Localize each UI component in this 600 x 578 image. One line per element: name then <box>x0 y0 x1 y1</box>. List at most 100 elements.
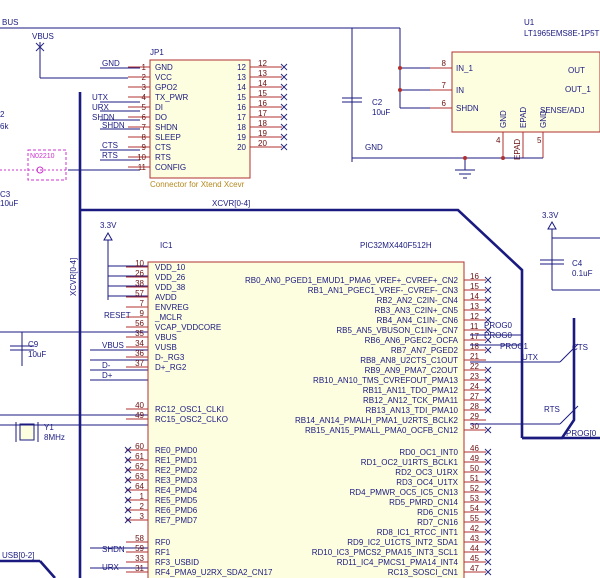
no-connect-x <box>280 123 288 131</box>
power-arrow <box>547 220 557 230</box>
no-connect-x <box>484 488 492 496</box>
tag-node <box>36 166 44 174</box>
ic1-pin-num: 22 <box>470 362 479 371</box>
ic1-pin-num: 37 <box>135 359 144 368</box>
jp1-pin-num: 11 <box>138 163 147 172</box>
ic1-pin-name: D-_RG3 <box>155 353 185 362</box>
ic1-pin-num: 58 <box>135 534 144 543</box>
ic1-pin-name: RD4_PMWR_OC5_IC5_CN13 <box>350 488 459 497</box>
net-xcvr-label: XCVR[0-4] <box>212 199 250 208</box>
net-dminus-label: D- <box>102 361 111 370</box>
ic1-pin-num: 42 <box>470 524 479 533</box>
ic1-pin-name: RD5_PMRD_CN14 <box>389 498 458 507</box>
c9-ref: C9 <box>28 340 39 349</box>
ic1-pin-num: 27 <box>470 392 479 401</box>
ic1-pin-num: 56 <box>135 319 144 328</box>
net-prog-label: PROG[0 <box>566 429 597 438</box>
no-connect-x <box>280 143 288 151</box>
ic1-pin-name: RB1_AN1_PGEC1_VREF-_CVREF-_CN3 <box>308 286 459 295</box>
jp1-pin-num: 1 <box>142 63 147 72</box>
no-connect-x <box>484 296 492 304</box>
no-connect-x <box>280 63 288 71</box>
ic1-pin-num: 36 <box>135 349 144 358</box>
u1-epad: EPAD <box>519 107 528 128</box>
net-dplus-label: D+ <box>102 371 113 380</box>
jp1-pin-num: 4 <box>142 93 147 102</box>
jp1-pin-name: VCC <box>155 73 172 82</box>
u1-pin-num: 7 <box>442 81 447 90</box>
net-vbus-label: VBUS <box>32 32 54 41</box>
no-connect-x <box>280 73 288 81</box>
junction <box>463 156 467 160</box>
y1-ref: Y1 <box>44 423 54 432</box>
net-vbus-label: VBUS <box>102 341 124 350</box>
c9-value: 10uF <box>28 350 46 359</box>
jp1-pin-num: 20 <box>258 139 267 148</box>
net-xcvr-vert-label: XCVR[0-4] <box>69 258 78 296</box>
jp1-pin-num: 6 <box>142 113 147 122</box>
jp1-pin-name: SHDN <box>155 123 178 132</box>
prog-bus <box>522 318 576 440</box>
no-connect-x <box>484 276 492 284</box>
u1-pin-name: SHDN <box>456 104 479 113</box>
ic1-pin-name: RE4_PMD4 <box>155 486 198 495</box>
ic1-ref: IC1 <box>160 241 173 250</box>
ic1-right-pins: 16RB0_AN0_PGED1_EMUD1_PMA6_VREF+_CVREF+_… <box>245 272 492 577</box>
ic1-pin-name: VDD_26 <box>155 273 186 282</box>
u1-regulator <box>451 51 600 133</box>
ic1-pin-num: 47 <box>470 564 479 573</box>
jp1-pin-num: 13 <box>258 69 267 78</box>
net-usb-label: USB[0-2] <box>2 551 34 560</box>
ic1-pin-num: 3 <box>140 512 145 521</box>
net-shdn-label: SHDN <box>102 545 125 554</box>
ic1-pin-name: RD2_OC3_U1RX <box>395 468 458 477</box>
u1-pin-name: IN_1 <box>456 64 473 73</box>
no-connect-x <box>124 486 132 494</box>
no-connect-x <box>484 426 492 434</box>
jp1-pin-inner: 13 <box>237 73 246 82</box>
ic1-pin-name: RF3_USBID <box>155 558 199 567</box>
junction <box>501 156 505 160</box>
no-connect-x <box>35 42 45 52</box>
u1-out: OUT <box>568 66 585 75</box>
jp1-pin-inner: 12 <box>237 63 246 72</box>
junction <box>398 88 402 92</box>
no-connect-x <box>484 336 492 344</box>
no-connect-x <box>280 103 288 111</box>
jp1-pin-num: 16 <box>258 99 267 108</box>
net-prog0-label: PROG0 <box>484 321 513 330</box>
ic1-pin-name: D+_RG2 <box>155 363 187 372</box>
net-rts-label: RTS <box>544 405 560 414</box>
ic1-pin-name: RE3_PMD3 <box>155 476 198 485</box>
junction <box>398 66 402 70</box>
ic1-pin-num: 38 <box>135 279 144 288</box>
no-connect-x <box>124 496 132 504</box>
usb-bus <box>39 560 56 578</box>
ic1-pin-name: RD3_OC4_U1TX <box>396 478 458 487</box>
u1-sense: SENSE/ADJ <box>540 106 584 115</box>
jp1-pin-name: GND <box>155 63 173 72</box>
ic1-pin-name: VCAP_VDDCORE <box>155 323 221 332</box>
no-connect-x <box>484 326 492 334</box>
ic1-pin-num: 60 <box>135 442 144 451</box>
net-shdn-label: SHDN <box>92 113 115 122</box>
no-connect-x <box>484 538 492 546</box>
ic1-pin-num: 46 <box>470 444 479 453</box>
ic1-pin-name: AVDD <box>155 293 177 302</box>
ic1-pin-name: RD6_CN15 <box>417 508 458 517</box>
ic1-pin-num: 62 <box>135 462 144 471</box>
ic1-part: PIC32MX440F512H <box>360 241 432 250</box>
ic1-pin-name: RB8_AN8_U2CTS_C1OUT <box>360 356 458 365</box>
ic1-pin-name: RB5_AN5_VBUSON_C1IN+_CN7 <box>336 326 458 335</box>
ic1-pin-num: 23 <box>470 372 479 381</box>
ic1-pin-num: 44 <box>470 544 479 553</box>
ic1-pin-num: 1 <box>140 492 145 501</box>
c4-ref: C4 <box>572 259 583 268</box>
ic1-pin-num: 17 <box>470 332 479 341</box>
ic1-pin-num: 28 <box>470 402 479 411</box>
jp1-pin-name: CTS <box>155 143 171 152</box>
ic1-pin-name: RC12_OSC1_CLKI <box>155 405 224 414</box>
u1-gnd2: GND <box>539 110 548 128</box>
ic1-pin-num: 12 <box>470 312 479 321</box>
jp1-pin-num: 2 <box>142 73 147 82</box>
